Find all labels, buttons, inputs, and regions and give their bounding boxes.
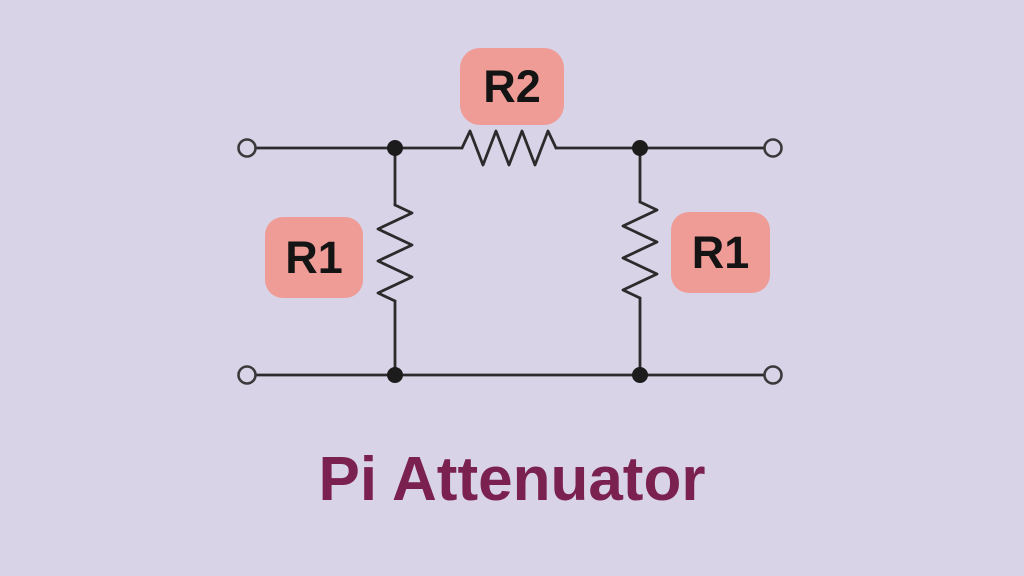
label-r1-left: R1 — [265, 217, 363, 298]
label-r1-right: R1 — [671, 212, 770, 293]
resistor-r1-left-icon — [376, 203, 414, 303]
junction-dot-top-left — [387, 140, 403, 156]
terminal-output-top-icon — [763, 138, 783, 158]
terminal-input-top-icon — [237, 138, 257, 158]
label-r2: R2 — [460, 48, 564, 125]
terminal-output-bottom-icon — [763, 365, 783, 385]
resistor-r1-right-icon — [621, 200, 659, 300]
junction-dot-top-right — [632, 140, 648, 156]
terminal-input-bottom-icon — [237, 365, 257, 385]
diagram-title: Pi Attenuator — [318, 445, 706, 514]
resistor-r2-icon — [460, 129, 558, 167]
junction-dot-bottom-left — [387, 367, 403, 383]
junction-dot-bottom-right — [632, 367, 648, 383]
